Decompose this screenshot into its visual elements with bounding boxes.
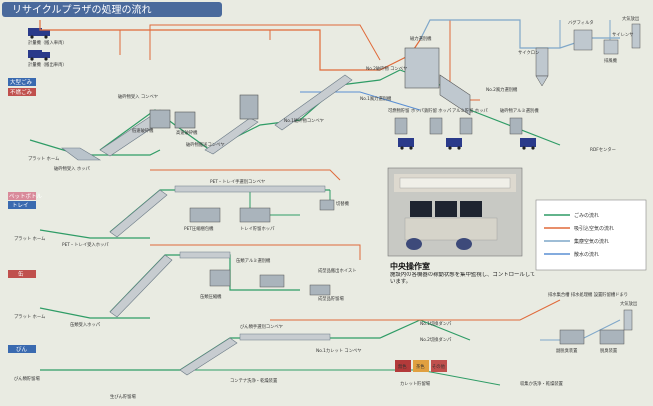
- svg-text:プラット ホーム: プラット ホーム: [28, 156, 60, 162]
- svg-text:PET圧縮梱包機: PET圧縮梱包機: [184, 225, 214, 232]
- row4-labels: びん類貯留場 びん類手選別コンベヤ No.1カレット コンベヤ コンテナ洗浄・乾…: [14, 320, 618, 400]
- legend: [535, 199, 647, 271]
- svg-text:生びん貯留場: 生びん貯留場: [110, 393, 136, 400]
- svg-text:大気放出: 大気放出: [620, 300, 637, 307]
- svg-text:可燃物貯留 ホッパ: 可燃物貯留 ホッパ: [388, 107, 424, 114]
- svg-text:切替機: 切替機: [336, 200, 350, 207]
- right-notes: 排水集合槽 排水処理機 設置貯留槽ドまり 大気放出 副脱臭装置: [548, 291, 637, 354]
- svg-text:No.1カレット コンベヤ: No.1カレット コンベヤ: [316, 348, 362, 354]
- svg-text:収集か洗浄・乾燥装置: 収集か洗浄・乾燥装置: [520, 380, 564, 387]
- row-tags: 大型ごみ 不燃ごみ ペットボトル トレイ 缶 びん: [8, 78, 43, 353]
- svg-text:茶色: 茶色: [416, 363, 425, 370]
- svg-text:その他: その他: [432, 363, 446, 370]
- svg-text:無色: 無色: [398, 363, 407, 370]
- svg-text:アルミ貯留 ホッパ: アルミ貯留 ホッパ: [452, 107, 488, 114]
- row1-flows: [29, 19, 620, 156]
- row1-labels: プラット ホーム 破砕物受入 ホッパ 破砕物受入 コンベヤ 低速破砕機 高速破砕…: [28, 15, 639, 172]
- svg-text:不燃ごみ: 不燃ごみ: [10, 88, 33, 96]
- svg-text:トレイ貯留ホッパ: トレイ貯留ホッパ: [240, 225, 275, 232]
- row2-equipment: [109, 185, 335, 238]
- svg-text:排水集合槽 排水処理機 設置貯留槽ドまり: 排水集合槽 排水処理機 設置貯留槽ドまり: [548, 291, 628, 298]
- svg-text:成型品貯留場: 成型品貯留場: [318, 295, 344, 302]
- svg-text:缶: 缶: [18, 270, 24, 278]
- row-tag-tray: [8, 201, 36, 209]
- svg-text:びん類手選別コンベヤ: びん類手選別コンベヤ: [240, 323, 283, 330]
- page-title: リサイクルプラザの処理の流れ: [12, 3, 152, 16]
- svg-text:カレット貯留場: カレット貯留場: [400, 380, 431, 387]
- svg-text:RDFセンター: RDFセンター: [590, 146, 616, 153]
- control-room-caption: 施設内の各機器の稼動状態を集中監視し、コントロールしています。: [390, 272, 536, 285]
- svg-text:ペットボトル: ペットボトル: [9, 192, 43, 200]
- row-tag-can: [8, 270, 36, 278]
- control-room-photo: [387, 167, 523, 257]
- row-tag-bottle: [8, 345, 36, 353]
- svg-text:トレイ: トレイ: [12, 203, 29, 209]
- svg-text:高速破砕機: 高速破砕機: [176, 129, 198, 136]
- row2-labels: プラット ホーム PET・トレイ受入ホッパ PET・トレイ手選別コンベヤ PET…: [14, 178, 350, 248]
- truck-row-1: 計量機（搬入車両） 計量機（搬出車両）: [28, 28, 67, 68]
- row-tag-pet: [8, 192, 36, 200]
- row-tag-burnable: [8, 88, 36, 96]
- legend-label-dust: 集塵空気の流れ: [574, 238, 609, 245]
- legend-items: ごみの流れ 吸引込空気の流れ 集塵空気の流れ 散水の流れ: [544, 212, 614, 258]
- svg-text:破砕物搬送コンベヤ: 破砕物搬送コンベヤ: [186, 141, 225, 148]
- title-bar: [2, 2, 222, 17]
- svg-text:No.1風力選別機: No.1風力選別機: [360, 95, 392, 102]
- svg-text:副脱臭装置: 副脱臭装置: [556, 347, 578, 354]
- truck-label-2: 計量機（搬出車両）: [28, 61, 67, 68]
- row4-equipment: [179, 309, 633, 376]
- svg-text:破砕物受入 コンベヤ: 破砕物受入 コンベヤ: [118, 93, 158, 100]
- svg-text:磁力選別機: 磁力選別機: [410, 35, 432, 42]
- svg-text:排風機: 排風機: [604, 57, 618, 64]
- row1-equipment: [61, 23, 641, 161]
- svg-text:No.1切換ダンパ: No.1切換ダンパ: [420, 320, 452, 327]
- svg-text:破砕物アルミ選別機: 破砕物アルミ選別機: [500, 107, 539, 114]
- svg-text:びん類貯留場: びん類貯留場: [14, 375, 40, 382]
- svg-text:缶類圧縮機: 缶類圧縮機: [200, 293, 222, 300]
- row3-equipment: [109, 251, 331, 318]
- svg-text:成型品搬出ホイスト: 成型品搬出ホイスト: [318, 267, 357, 274]
- svg-text:鉄貯留 ホッパ: 鉄貯留 ホッパ: [424, 107, 452, 114]
- svg-text:No.1破砕物コンベヤ: No.1破砕物コンベヤ: [284, 117, 324, 124]
- svg-text:びん: びん: [16, 345, 28, 353]
- row-tag-large: [8, 78, 36, 86]
- svg-text:缶類受入ホッパ: 缶類受入ホッパ: [70, 321, 101, 328]
- svg-text:プラット ホーム: プラット ホーム: [14, 236, 46, 242]
- svg-text:サイクロン: サイクロン: [518, 50, 539, 56]
- svg-text:缶類アルミ選別機: 缶類アルミ選別機: [236, 257, 271, 264]
- svg-text:プラット ホーム: プラット ホーム: [14, 314, 46, 320]
- legend-label-water: 散水の流れ: [574, 251, 599, 258]
- svg-text:No.2切換ダンパ: No.2切換ダンパ: [420, 336, 452, 343]
- legend-label-trash: ごみの流れ: [574, 212, 599, 219]
- truck-label-1: 計量機（搬入車両）: [28, 39, 67, 46]
- svg-text:大気放出: 大気放出: [622, 15, 639, 22]
- svg-text:No.2破砕物 コンベヤ: No.2破砕物 コンベヤ: [366, 65, 407, 72]
- control-room-title: 中央操作室: [390, 261, 430, 271]
- svg-text:大型ごみ: 大型ごみ: [10, 78, 33, 86]
- legend-label-suction: 吸引込空気の流れ: [574, 225, 614, 232]
- row3-labels: プラット ホーム 缶類受入ホッパ 缶類圧縮機 缶類アルミ選別機 成型品搬出ホイス…: [14, 257, 357, 328]
- row4-flows: [40, 299, 621, 386]
- control-room-caption-wrap: 施設内の各機器の稼動状態を集中監視し、コントロールしています。: [390, 272, 536, 285]
- svg-text:低速破砕機: 低速破砕機: [132, 127, 154, 134]
- svg-text:脱臭装置: 脱臭装置: [600, 347, 618, 354]
- svg-text:コンテナ洗浄・乾燥装置: コンテナ洗浄・乾燥装置: [230, 377, 278, 384]
- svg-text:破砕物受入 ホッパ: 破砕物受入 ホッパ: [54, 165, 90, 172]
- svg-text:PET・トレイ手選別コンベヤ: PET・トレイ手選別コンベヤ: [210, 178, 265, 185]
- svg-text:サイレンサ: サイレンサ: [612, 32, 633, 38]
- svg-text:No.2風力選別機: No.2風力選別機: [486, 86, 518, 93]
- svg-text:PET・トレイ受入ホッパ: PET・トレイ受入ホッパ: [62, 241, 109, 248]
- svg-text:バグフィルタ: バグフィルタ: [568, 19, 594, 26]
